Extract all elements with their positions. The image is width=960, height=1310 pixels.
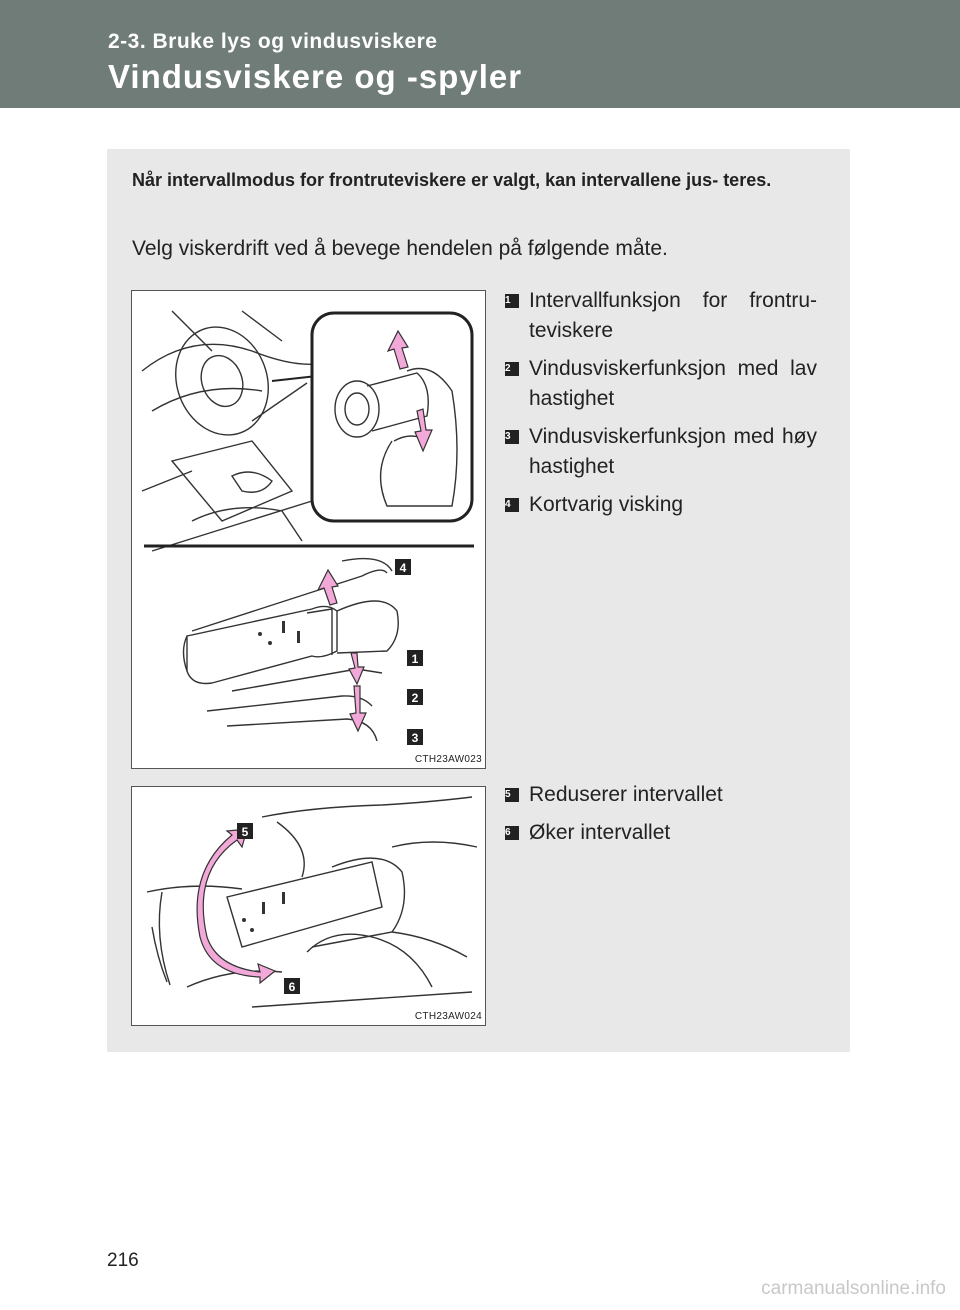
figure1-code: CTH23AW023 xyxy=(415,754,482,765)
dashboard-sketch xyxy=(142,311,332,551)
section-title: 2-3. Bruke lys og vindusviskere xyxy=(108,30,437,54)
legend-number-badge: 4 xyxy=(505,498,519,512)
legend-number-badge: 1 xyxy=(505,294,519,308)
intro-text: Velg viskerdrift ved å bevege hendelen p… xyxy=(132,234,832,264)
legend-text: Kortvarig visking xyxy=(529,493,683,516)
legend-list-modes: 1 Intervallfunksjon for frontru- tevisker… xyxy=(505,286,817,528)
legend-number-badge: 6 xyxy=(505,826,519,840)
figure1-badges: 4 1 2 3 xyxy=(395,559,423,745)
figure2-code: CTH23AW024 xyxy=(415,1011,482,1022)
legend-number-badge: 5 xyxy=(505,788,519,802)
legend-text: Reduserer intervallet xyxy=(529,783,723,806)
legend-text: Intervallfunksjon for frontru- teviskere xyxy=(529,289,817,342)
interval-dial-illustration: 5 6 xyxy=(132,787,485,1025)
svg-text:3: 3 xyxy=(412,731,419,745)
legend-item: 3 Vindusviskerfunksjon med høy hastighet xyxy=(505,422,817,482)
lever-arrows xyxy=(318,570,366,731)
svg-text:5: 5 xyxy=(242,825,249,839)
page-title: Vindusviskere og -spyler xyxy=(108,58,522,96)
dial-symbols xyxy=(242,892,285,932)
svg-text:2: 2 xyxy=(412,691,419,705)
legend-text: Vindusviskerfunksjon med lav hastighet xyxy=(529,357,817,410)
svg-text:6: 6 xyxy=(289,980,296,994)
wiper-lever-illustration: 4 1 2 3 xyxy=(132,291,485,768)
legend-text: Vindusviskerfunksjon med høy hastighet xyxy=(529,425,817,478)
hand-on-dial xyxy=(147,797,477,1007)
svg-text:4: 4 xyxy=(400,561,407,575)
legend-text: Øker intervallet xyxy=(529,821,670,844)
watermark: carmanualsonline.info xyxy=(761,1278,946,1300)
legend-item: 4 Kortvarig visking xyxy=(505,490,817,520)
svg-text:1: 1 xyxy=(412,652,419,666)
intro-bold-text: Når intervallmodus for frontruteviskere … xyxy=(132,163,824,197)
page-number: 216 xyxy=(107,1250,139,1272)
legend-list-interval: 5 Reduserer intervallet 6 Øker intervallet xyxy=(505,780,817,856)
legend-number-badge: 2 xyxy=(505,362,519,376)
figure-wiper-lever-modes: 4 1 2 3 CTH23AW023 xyxy=(131,290,486,769)
legend-item: 2 Vindusviskerfunksjon med lav hastighet xyxy=(505,354,817,414)
legend-item: 1 Intervallfunksjon for frontru- tevisker… xyxy=(505,286,817,346)
figure-interval-adjust: 5 6 CTH23AW024 xyxy=(131,786,486,1026)
legend-item: 6 Øker intervallet xyxy=(505,818,817,848)
legend-number-badge: 3 xyxy=(505,430,519,444)
legend-item: 5 Reduserer intervallet xyxy=(505,780,817,810)
lever-symbols xyxy=(258,621,300,645)
